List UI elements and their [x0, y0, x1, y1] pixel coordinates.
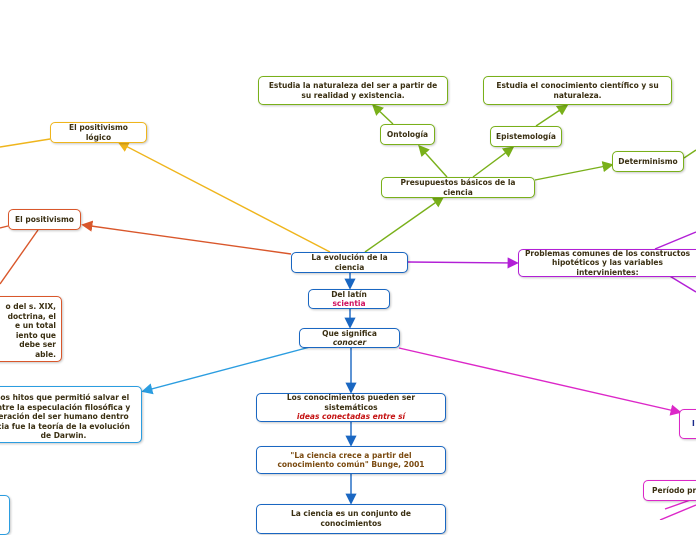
hitos-line: eración del ser humano dentro [0, 412, 129, 421]
positivismo-label: El positivismo [15, 214, 74, 224]
periodo-node[interactable]: Período pre [643, 480, 696, 501]
link-periodo-offscreen-b [659, 504, 696, 520]
positivismo-desc-line: doctrina, el [7, 311, 56, 321]
positivismo-logico-label: El positivismo lógico [69, 123, 128, 142]
periodo-label: Período pre [652, 485, 696, 495]
latin-word: scientia [332, 299, 366, 308]
positivismo-desc-node[interactable]: o del s. XIX, doctrina, el e un total ie… [0, 296, 62, 362]
determinismo-label: Determinismo [618, 156, 678, 166]
root-node-label: La evolución de la ciencia [311, 253, 388, 272]
epistemologia-desc-label: Estudia el conocimiento científico y su … [496, 81, 659, 100]
bunge-label: "La ciencia crece a partir del conocimie… [277, 450, 425, 470]
cyan-partial-node[interactable] [0, 495, 10, 535]
sistematicos-line1: Los conocimientos pueden ser sistemático… [286, 393, 416, 412]
positivismo-logico-node[interactable]: El positivismo lógico [50, 122, 147, 143]
ontologia-desc-node[interactable]: Estudia la naturaleza del ser a partir d… [258, 76, 448, 105]
link-epistemologia-desc [535, 104, 569, 127]
link-meaning-hitos [141, 346, 311, 395]
presupuestos-label: Presupuestos básicos de la ciencia [400, 178, 516, 197]
conjunto-node[interactable]: La ciencia es un conjunto de conocimient… [256, 504, 446, 534]
positivismo-desc-line: e un total [15, 321, 56, 330]
problemas-label: Problemas comunes de los constructos hip… [524, 248, 691, 277]
conjunto-label: La ciencia es un conjunto de conocimient… [290, 509, 412, 528]
positivismo-desc-line: debe ser [19, 340, 56, 349]
link-positivismo-logico-offscreen [0, 138, 51, 148]
positivismo-desc-line: o del s. XIX, [5, 302, 56, 311]
meaning-prefix: Que significa [322, 328, 377, 338]
epistemologia-node[interactable]: Epistemología [490, 126, 562, 147]
ontologia-label: Ontología [386, 129, 429, 139]
meaning-label: Que significa conocer [305, 329, 394, 348]
hitos-line: los hitos que permitió salvar el [0, 393, 130, 402]
link-problemas-offscreen-a [654, 231, 696, 250]
latin-node[interactable]: Del latín scientia [308, 289, 390, 309]
hitos-line: ntre la especulación filosófica y [0, 402, 131, 412]
problemas-node[interactable]: Problemas comunes de los constructos hip… [518, 249, 696, 277]
link-determinismo-offscreen [683, 149, 696, 159]
bunge-node[interactable]: "La ciencia crece a partir del conocimie… [256, 446, 446, 474]
latin-label: Del latín scientia [314, 290, 384, 309]
latin-prefix: Del latín [331, 289, 367, 299]
hitos-line: cia fue la teoría de la evolución [0, 421, 130, 431]
sistematicos-line2: ideas conectadas entre sí [296, 412, 406, 422]
link-root-presupuestos [364, 196, 445, 253]
link-presupuestos-determinismo [534, 161, 614, 181]
right-partial-label: I [692, 419, 695, 429]
positivismo-desc-line: able. [35, 349, 56, 359]
link-positivismo-offscreen [0, 225, 9, 229]
link-problemas-offscreen-b [667, 274, 696, 293]
hitos-node[interactable]: los hitos que permitió salvar el ntre la… [0, 386, 142, 443]
link-meaning-right [398, 347, 682, 416]
right-partial-node[interactable]: I [679, 409, 696, 439]
positivismo-node[interactable]: El positivismo [8, 209, 81, 230]
meaning-node[interactable]: Que significa conocer [299, 328, 400, 348]
positivismo-desc-line: iento que [15, 330, 56, 340]
determinismo-node[interactable]: Determinismo [612, 151, 684, 172]
link-root-positivismo-logico [117, 141, 331, 253]
link-presupuestos-epistemologia [472, 146, 515, 178]
meaning-word: conocer [332, 338, 367, 347]
link-root-problemas [407, 257, 519, 269]
link-presupuestos-ontologia [418, 144, 448, 178]
link-root-positivismo [81, 220, 292, 255]
epistemologia-desc-node[interactable]: Estudia el conocimiento científico y su … [483, 76, 672, 105]
epistemologia-label: Epistemología [496, 131, 556, 141]
link-ontologia-desc [371, 104, 394, 125]
hitos-line: de Darwin. [40, 431, 87, 440]
ontologia-node[interactable]: Ontología [380, 124, 435, 145]
sistematicos-node[interactable]: Los conocimientos pueden ser sistemático… [256, 393, 446, 422]
ontologia-desc-label: Estudia la naturaleza del ser a partir d… [268, 81, 438, 100]
link-positivismo-desc [0, 229, 39, 285]
presupuestos-node[interactable]: Presupuestos básicos de la ciencia [381, 177, 535, 198]
root-node[interactable]: La evolución de la ciencia [291, 252, 408, 273]
